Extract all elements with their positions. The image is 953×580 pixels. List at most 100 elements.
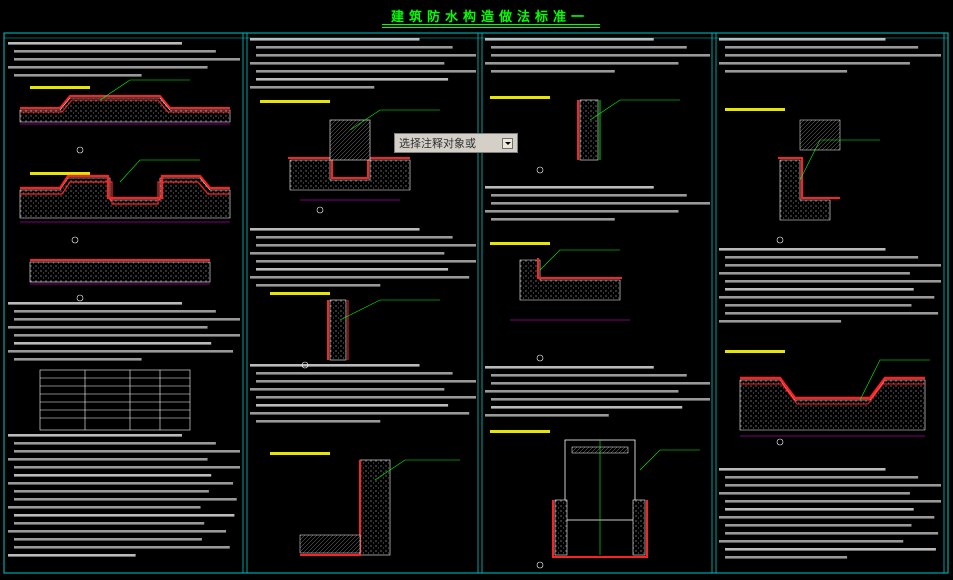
spec-text-line (8, 302, 182, 305)
spec-text-line (14, 450, 240, 453)
spec-text-line (14, 50, 216, 53)
spec-text-line (725, 304, 912, 307)
column-dividers (242, 33, 945, 573)
spec-text-line (250, 252, 445, 255)
spec-text-line (719, 296, 935, 299)
spec-text-line (14, 342, 212, 345)
spec-text-line (485, 366, 654, 369)
detail-wall-corner (288, 119, 411, 201)
spec-text-line (250, 62, 445, 65)
spec-text-line (256, 236, 453, 239)
spec-text-line (8, 506, 201, 509)
spec-text-line (14, 442, 216, 445)
spec-text-line (250, 388, 445, 391)
spec-text-line (491, 70, 615, 73)
detail-basement-floor-1 (19, 95, 231, 125)
spec-text-line (250, 364, 420, 367)
spec-text-line (485, 186, 654, 189)
spec-text-line (256, 396, 476, 399)
spec-text-line (491, 218, 615, 221)
spec-text-line (14, 490, 209, 493)
leader-lines (99, 79, 930, 481)
detail-markers (71, 146, 784, 569)
detail-basement-floor-2 (19, 174, 231, 223)
spec-text-line (725, 524, 912, 527)
spec-text-line (485, 210, 679, 213)
spec-text-line (8, 554, 136, 557)
spec-text-line (719, 320, 842, 323)
detail-label (725, 350, 785, 353)
spec-text-line (256, 268, 449, 271)
detail-slab-section (29, 259, 211, 285)
detail-column-pit (552, 439, 648, 558)
spec-text-line (250, 412, 470, 415)
spec-text-line (485, 390, 679, 393)
spec-text-line (719, 62, 910, 65)
spec-text-line (725, 500, 941, 503)
spec-text-line (14, 58, 240, 61)
spec-text-line (725, 556, 848, 559)
detail-label (30, 172, 90, 175)
spec-text-line (719, 540, 904, 543)
spec-text-line (256, 78, 449, 81)
spec-text-line (8, 458, 208, 461)
spec-text-line (491, 46, 687, 49)
spec-table (39, 369, 191, 431)
detail-label (30, 86, 90, 89)
spec-text-line (719, 272, 910, 275)
spec-text-line (491, 202, 710, 205)
spec-text-line (250, 38, 420, 41)
spec-text-line (719, 468, 886, 471)
spec-text-line (256, 54, 476, 57)
spec-text-line (14, 514, 235, 517)
spec-text-line (725, 70, 848, 73)
spec-text-line (725, 256, 919, 259)
spec-text-line (14, 358, 142, 361)
spec-text-line (14, 474, 212, 477)
spec-text-blocks (8, 38, 941, 559)
spec-text-line (719, 492, 910, 495)
spec-text-line (8, 482, 234, 485)
spec-text-line (256, 372, 453, 375)
spec-text-line (725, 484, 941, 487)
spec-text-line (14, 538, 202, 541)
spec-text-line (8, 42, 182, 45)
spec-text-line (491, 406, 683, 409)
spec-text-line (250, 86, 375, 89)
spec-text-line (250, 276, 470, 279)
detail-step-foundation (510, 258, 630, 321)
detail-label (490, 96, 550, 99)
spec-text-line (14, 310, 216, 313)
spec-text-line (256, 420, 381, 423)
detail-wall-penetration (327, 299, 349, 361)
spec-text-line (485, 414, 609, 417)
spec-text-line (725, 46, 919, 49)
detail-exterior-wall (577, 99, 601, 161)
spec-text-line (14, 466, 240, 469)
spec-text-line (491, 374, 687, 377)
title-underline (382, 24, 600, 28)
dropdown-arrow-icon[interactable] (502, 137, 513, 149)
drawing-title: 建筑防水构造做法标准一 (390, 10, 589, 25)
spec-text-line (725, 288, 914, 291)
spec-text-line (8, 434, 182, 437)
spec-text-line (14, 74, 142, 77)
spec-text-line (725, 54, 941, 57)
detail-sump-pit (739, 376, 926, 437)
command-prompt-tooltip[interactable]: 选择注释对象或 (394, 133, 518, 153)
spec-text-line (491, 54, 710, 57)
spec-text-line (8, 530, 227, 533)
sheet-border (3, 32, 949, 574)
spec-text-line (719, 516, 935, 519)
spec-text-line (256, 380, 476, 383)
spec-text-line (725, 508, 914, 511)
spec-text-line (491, 194, 687, 197)
spec-text-line (491, 398, 710, 401)
spec-text-line (14, 334, 240, 337)
spec-text-line (250, 228, 420, 231)
spec-text-line (14, 498, 237, 501)
spec-text-line (719, 38, 886, 41)
spec-text-line (725, 476, 919, 479)
spec-text-line (256, 284, 381, 287)
